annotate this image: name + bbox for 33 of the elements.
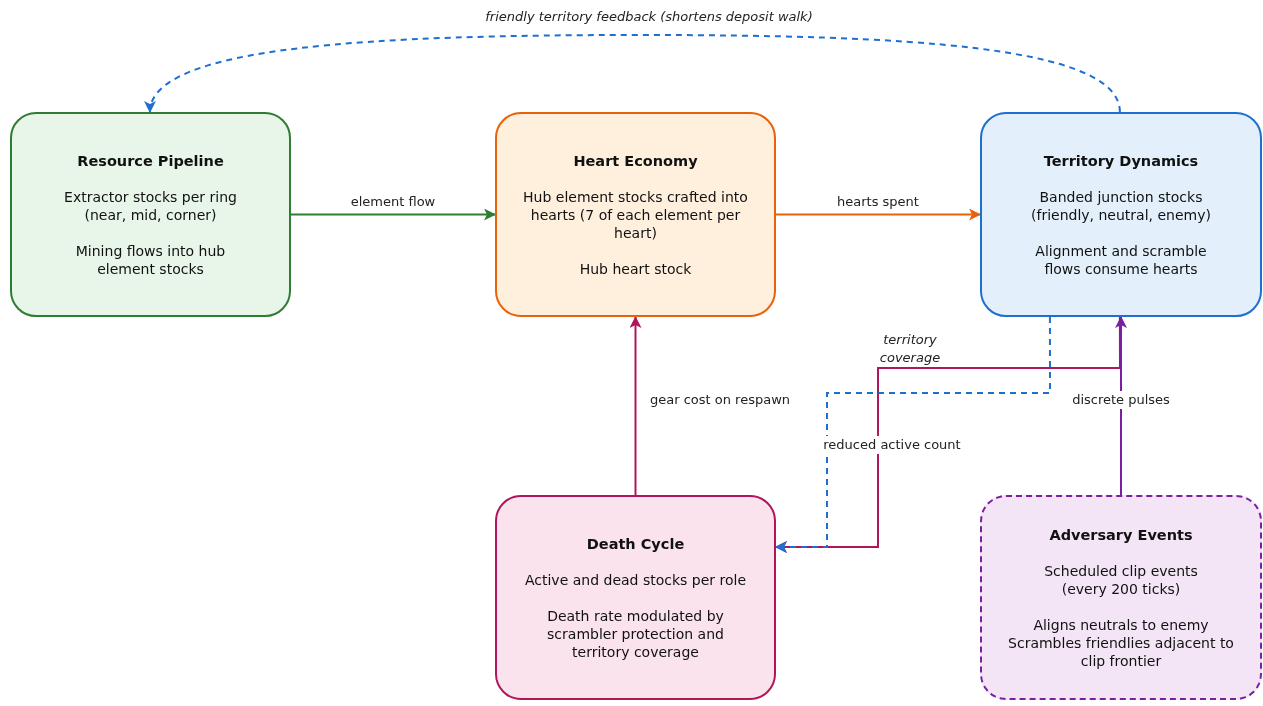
box-heading: Resource Pipeline bbox=[77, 151, 224, 170]
edge-label: hearts spent bbox=[837, 193, 919, 211]
box-heading: Heart Economy bbox=[573, 151, 698, 170]
edge-label: friendly territory feedback (shortens deposit walk) bbox=[484, 8, 814, 26]
dashed-arrow bbox=[147, 34, 1121, 113]
box-text: Hub heart stock bbox=[579, 259, 692, 278]
box-text: Active and dead stocks per role bbox=[523, 570, 748, 589]
box-text: Aligns neutrals to enemy Scrambles friendlies adjacent to clip frontier bbox=[1007, 615, 1235, 670]
box-heading: Adversary Events bbox=[1049, 525, 1193, 544]
process-box bbox=[980, 112, 1262, 317]
edge-label: discrete pulses bbox=[1071, 391, 1171, 409]
box-text: Hub element stocks crafted into hearts (7 of each element per heart) bbox=[522, 187, 749, 242]
arrow bbox=[775, 208, 981, 221]
box-text: Death rate modulated by scrambler protection and territory coverage bbox=[546, 606, 725, 661]
edge-label: territory coverage bbox=[878, 331, 942, 367]
process-box bbox=[495, 495, 776, 700]
arrow bbox=[290, 208, 496, 221]
box-text: Alignment and scramble flows consume hearts bbox=[1034, 241, 1208, 278]
box-heading: Territory Dynamics bbox=[1043, 151, 1199, 170]
edge-label: element flow bbox=[350, 193, 436, 211]
box-text: Banded junction stocks (friendly, neutral, enemy) bbox=[1030, 187, 1212, 224]
process-box bbox=[980, 495, 1262, 700]
dashed-arrow bbox=[775, 316, 1051, 554]
box-text: Extractor stocks per ring (near, mid, corner) bbox=[63, 187, 238, 224]
edge-label: reduced active count bbox=[822, 436, 962, 454]
process-box bbox=[495, 112, 776, 317]
box-heading: Death Cycle bbox=[586, 534, 685, 553]
arrow bbox=[629, 316, 642, 496]
edge-label: gear cost on respawn bbox=[650, 391, 790, 409]
arrow bbox=[1115, 316, 1127, 496]
box-text: Scheduled clip events (every 200 ticks) bbox=[1043, 561, 1199, 598]
box-text: Mining flows into hub element stocks bbox=[74, 241, 227, 278]
process-box bbox=[10, 112, 291, 317]
